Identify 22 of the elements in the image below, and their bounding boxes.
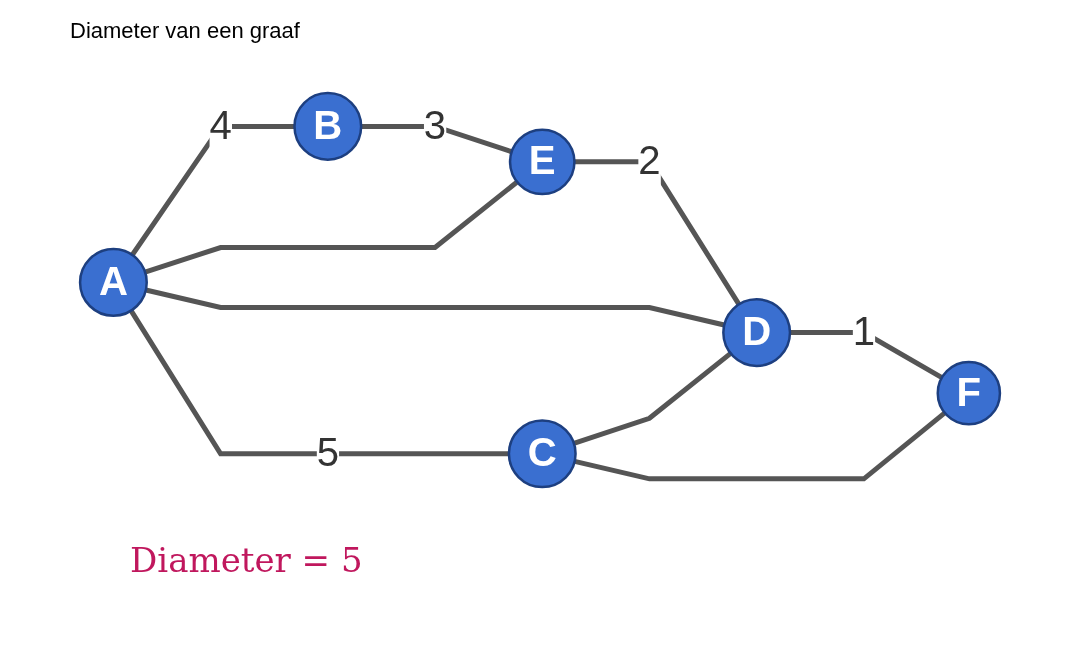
connector [574,159,742,306]
edge-label: 2 [638,139,661,182]
connector [128,309,509,457]
node-circle: E [508,128,576,196]
edge-label: 1 [852,309,876,353]
node-circle: B [293,91,363,161]
node-circle: D [722,297,792,368]
connector [130,123,295,257]
node-circle: C [507,419,577,489]
connector [361,123,513,155]
edge-label: 3 [423,103,447,147]
edge-label: 4 [209,103,232,147]
connector [574,410,947,482]
title: Diameter van een graaf [70,18,300,44]
note-text: Diameter = 5 [130,540,363,580]
node-circle: A [78,247,148,317]
connector [145,287,725,328]
connector [573,351,733,446]
edge-label: 5 [316,431,339,474]
connector [790,330,944,380]
connector [144,179,519,275]
node-circle: F [936,360,1002,426]
